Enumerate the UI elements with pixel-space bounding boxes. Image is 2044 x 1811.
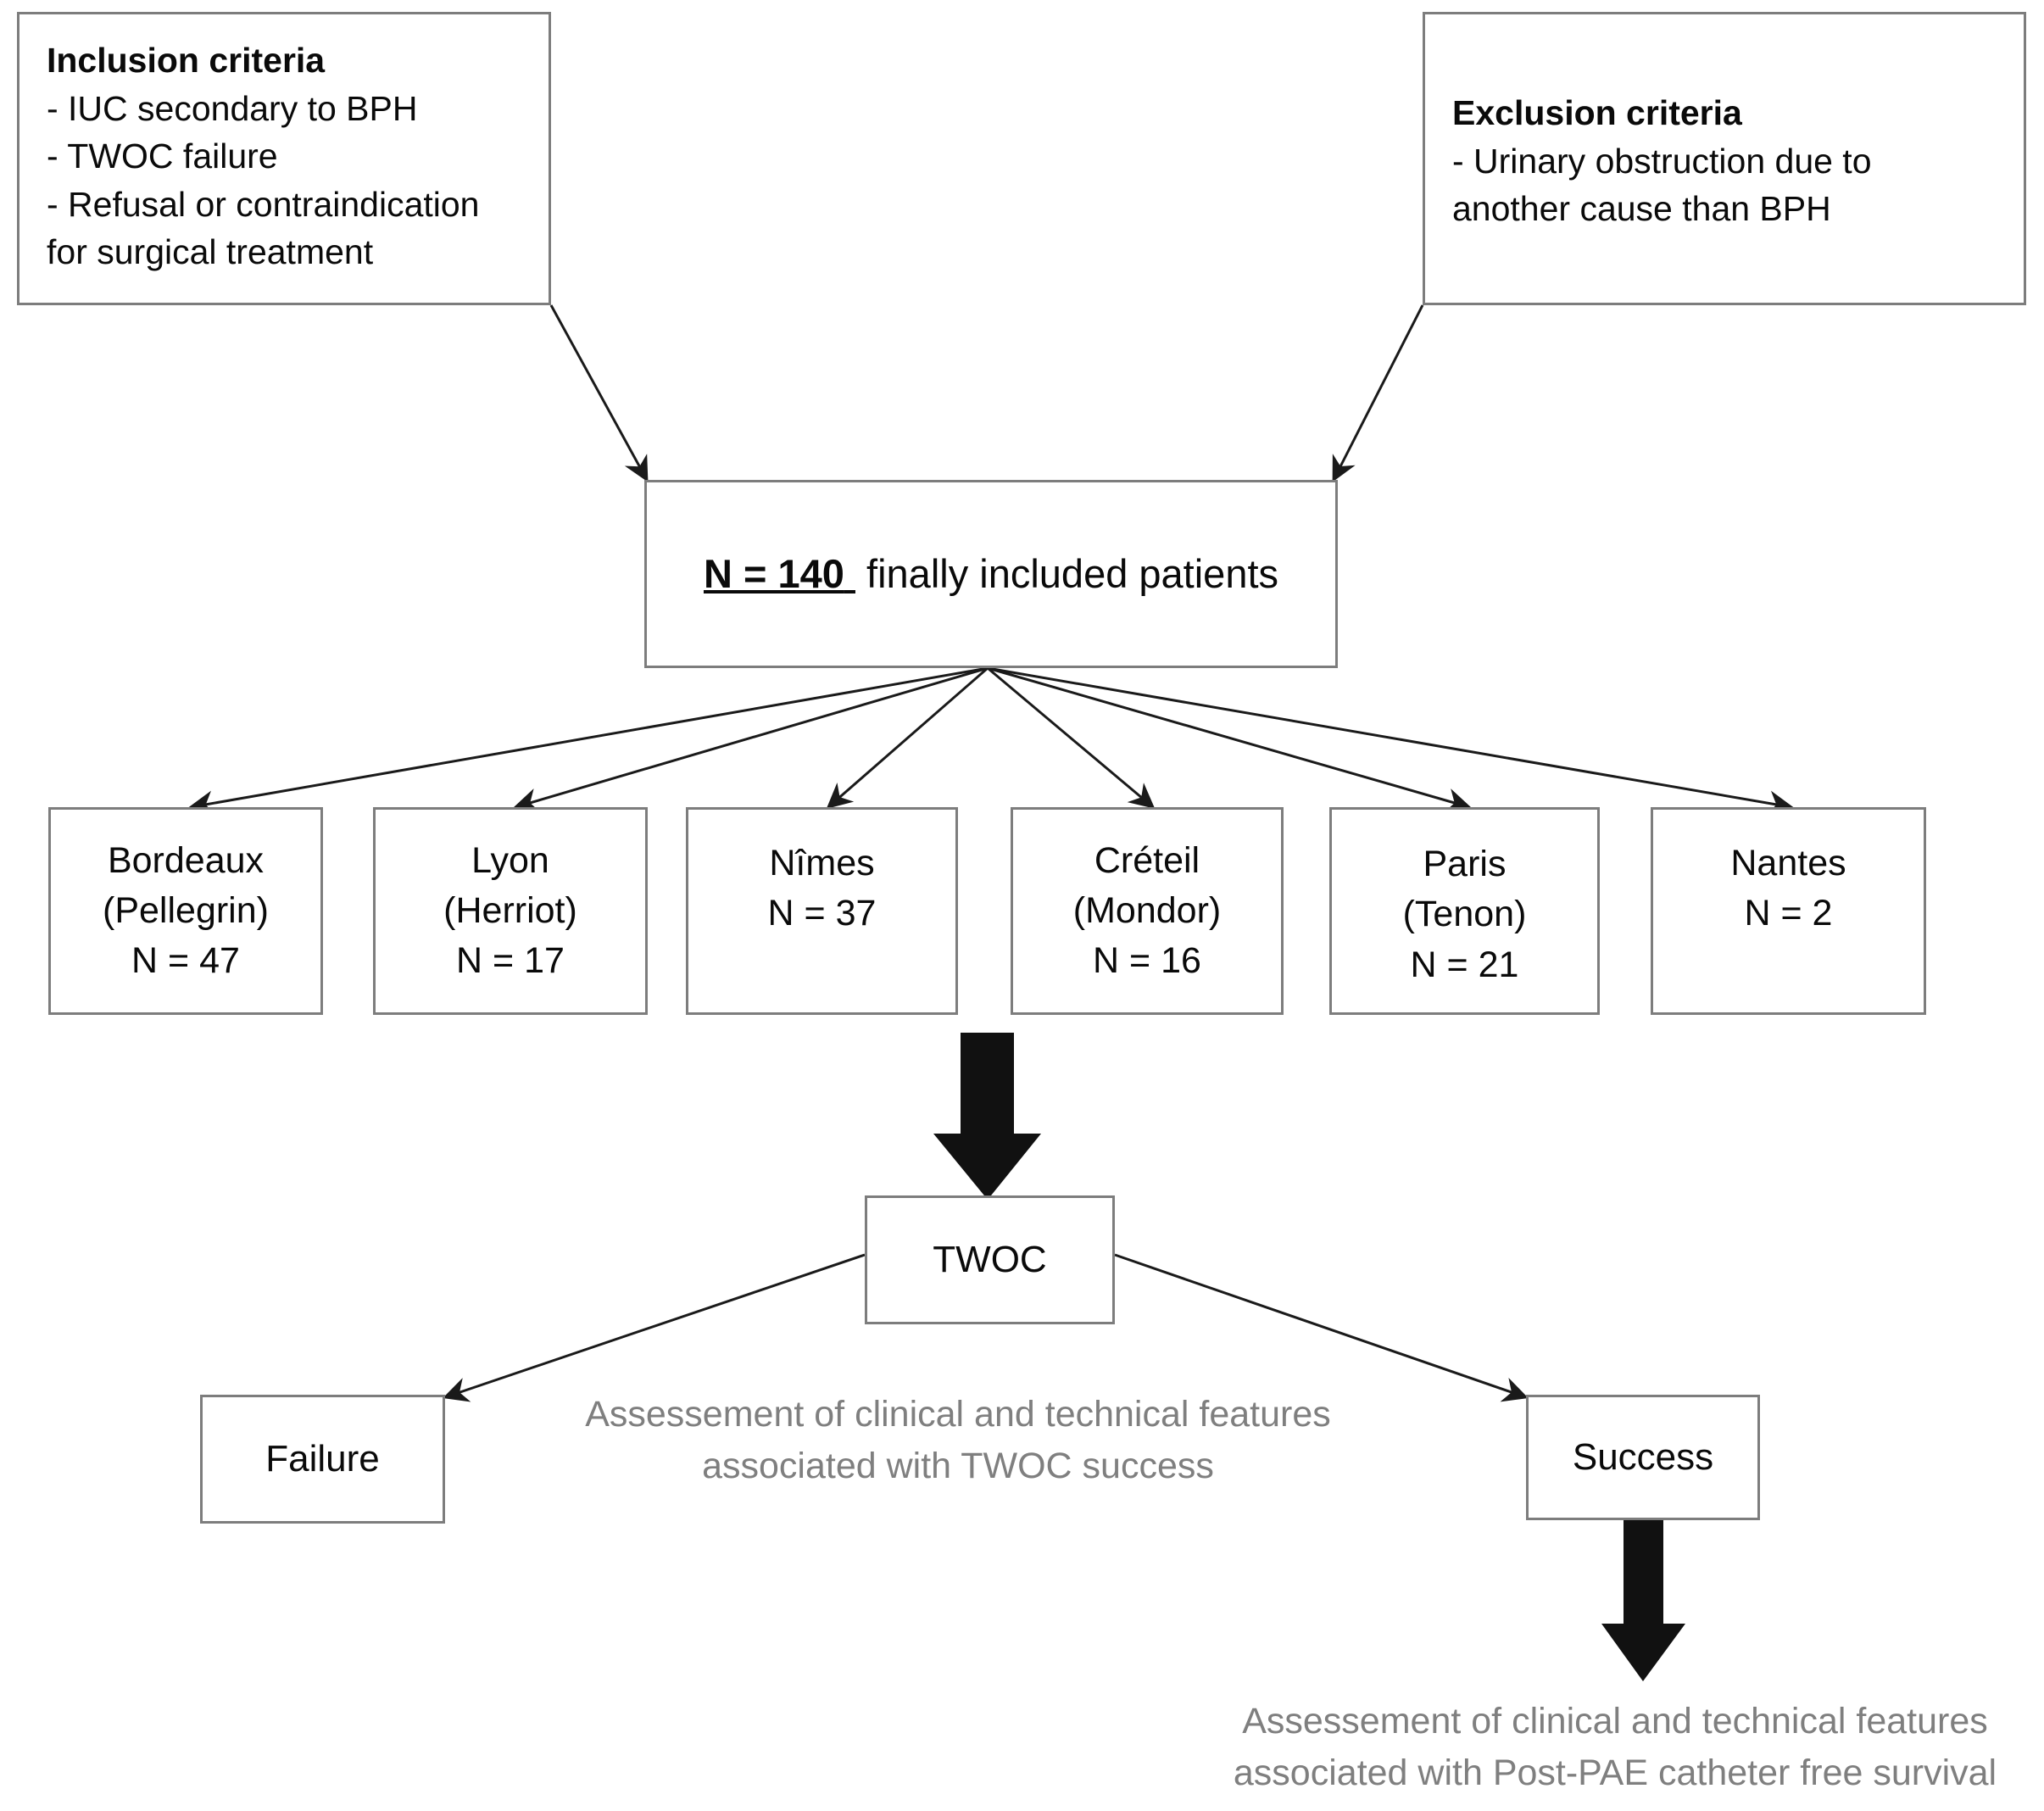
center-paris-text: Paris (Tenon) N = 21 [1403, 839, 1527, 990]
edge-twoc-to-failure [443, 1253, 866, 1402]
twoc-assessment-line-1: Assessement of clinical and technical fe… [585, 1394, 1331, 1435]
center-bordeaux-count: N = 47 [131, 940, 240, 982]
center-box-nimes: Nîmes N = 37 [686, 807, 958, 1015]
center-creteil-count: N = 16 [1093, 940, 1201, 982]
block-arrow-to-twoc [933, 1033, 1041, 1200]
center-creteil-site: (Mondor) [1072, 889, 1222, 931]
cohort-description: finally included patients [855, 550, 1279, 596]
twoc-label: TWOC [933, 1238, 1047, 1280]
center-creteil-name: Créteil [1094, 839, 1200, 881]
exclusion-criteria-title: Exclusion criteria [1452, 93, 1742, 132]
twoc-assessment-annotation: Assessement of clinical and technical fe… [534, 1389, 1382, 1492]
edge-cohort-to-creteil [987, 666, 1156, 809]
center-lyon-count: N = 17 [456, 940, 565, 982]
center-paris-site: (Tenon) [1402, 894, 1527, 935]
twoc-assessment-line-2: associated with TWOC success [702, 1446, 1214, 1487]
center-box-creteil: Créteil (Mondor) N = 16 [1011, 807, 1284, 1015]
center-bordeaux-text: Bordeaux (Pellegrin) N = 47 [103, 836, 269, 987]
center-lyon-site: (Herriot) [443, 889, 577, 931]
exclusion-criteria-line-2: another cause than BPH [1452, 189, 1831, 229]
center-lyon-name: Lyon [471, 839, 549, 881]
edge-inclusion-to-cohort [549, 304, 649, 482]
pae-assessment-line-1: Assessement of clinical and technical fe… [1242, 1701, 1988, 1741]
center-nimes-count: N = 37 [767, 893, 877, 934]
inclusion-criteria-line-4: for surgical treatment [47, 232, 374, 272]
block-arrow-to-pae-assessment [1601, 1518, 1685, 1681]
success-label: Success [1572, 1435, 1714, 1478]
pae-assessment-annotation: Assessement of clinical and technical fe… [1195, 1696, 2035, 1799]
edge-cohort-to-nimes [826, 666, 989, 809]
center-lyon-text: Lyon (Herriot) N = 17 [443, 836, 577, 987]
twoc-box: TWOC [865, 1195, 1115, 1324]
cohort-label: N = 140 finally included patients [704, 547, 1278, 602]
center-nantes-name: Nantes [1730, 843, 1846, 883]
center-bordeaux-name: Bordeaux [107, 839, 265, 881]
edge-cohort-to-bordeaux [188, 666, 989, 816]
edge-exclusion-to-cohort [1332, 304, 1424, 482]
edge-cohort-to-nantes [987, 666, 1794, 816]
center-bordeaux-site: (Pellegrin) [103, 889, 269, 931]
exclusion-criteria-line-1: - Urinary obstruction due to [1452, 141, 1872, 181]
cohort-count: N = 140 [703, 550, 844, 596]
center-paris-count: N = 21 [1410, 944, 1519, 985]
inclusion-criteria-box: Inclusion criteria - IUC secondary to BP… [17, 12, 551, 305]
center-box-nantes: Nantes N = 2 [1651, 807, 1926, 1015]
failure-box: Failure [200, 1395, 445, 1524]
cohort-box: N = 140 finally included patients [644, 480, 1338, 668]
cohort-count-trailing-space [844, 551, 855, 596]
inclusion-criteria-line-3: - Refusal or contraindication [47, 184, 480, 224]
pae-assessment-line-2: associated with Post-PAE catheter free s… [1233, 1752, 1997, 1794]
edge-cohort-to-lyon [513, 666, 989, 813]
success-box: Success [1526, 1395, 1760, 1520]
inclusion-criteria-title: Inclusion criteria [47, 41, 326, 80]
center-box-lyon: Lyon (Herriot) N = 17 [373, 807, 648, 1015]
edge-cohort-to-paris [987, 666, 1472, 813]
inclusion-criteria-line-1: - IUC secondary to BPH [47, 88, 418, 128]
center-box-bordeaux: Bordeaux (Pellegrin) N = 47 [48, 807, 323, 1015]
inclusion-criteria-line-2: - TWOC failure [47, 137, 278, 176]
center-paris-name: Paris [1423, 844, 1507, 885]
center-creteil-text: Créteil (Mondor) N = 16 [1073, 836, 1221, 987]
center-nimes-name: Nîmes [769, 843, 875, 883]
inclusion-criteria-body: Inclusion criteria - IUC secondary to BP… [19, 14, 504, 276]
exclusion-criteria-body: Exclusion criteria - Urinary obstruction… [1425, 14, 1897, 233]
edge-twoc-to-success [1114, 1253, 1529, 1402]
center-nimes-text: Nîmes N = 37 [768, 839, 877, 939]
failure-label: Failure [265, 1437, 380, 1479]
center-nantes-count: N = 2 [1744, 893, 1833, 934]
exclusion-criteria-box: Exclusion criteria - Urinary obstruction… [1423, 12, 2026, 305]
center-box-paris: Paris (Tenon) N = 21 [1329, 807, 1600, 1015]
center-nantes-text: Nantes N = 2 [1730, 839, 1846, 939]
